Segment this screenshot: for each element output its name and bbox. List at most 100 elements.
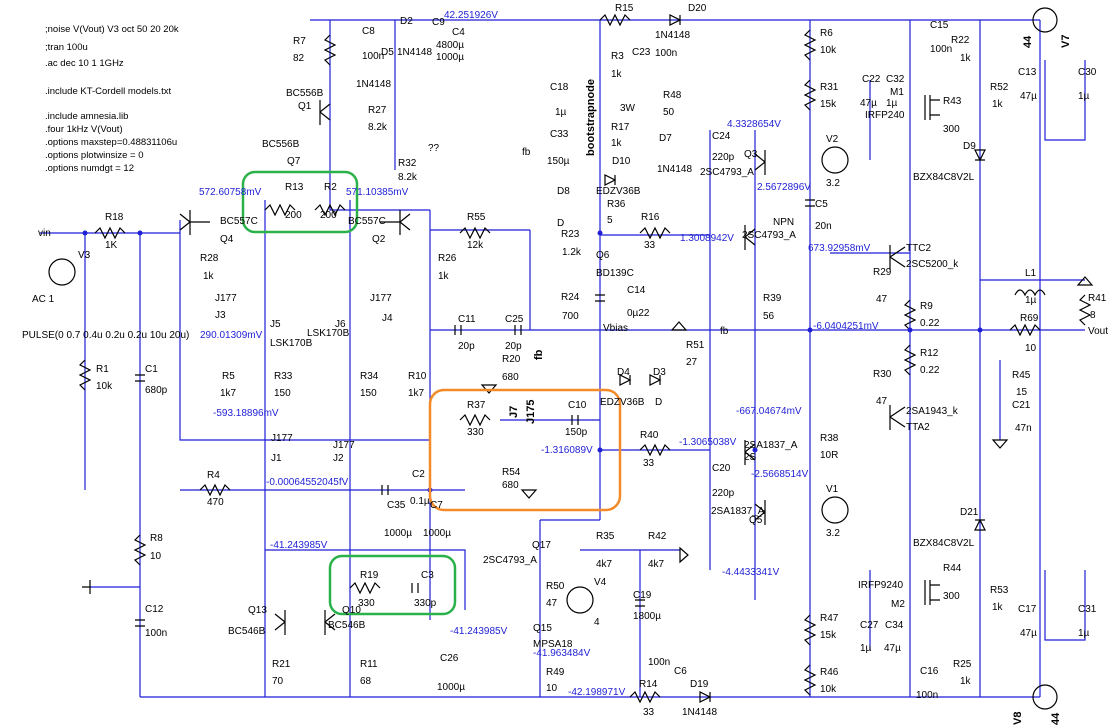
- r29-name: R29: [873, 267, 892, 278]
- v8-name: V8: [1012, 711, 1024, 725]
- d3-symbol: [649, 374, 662, 386]
- q6-value: BD139C: [596, 268, 634, 279]
- v2-name: V2: [826, 134, 839, 145]
- c25-value: 20p: [505, 341, 522, 352]
- m1-symbol: [924, 95, 940, 120]
- voltage-18: -2.5668514V: [751, 469, 809, 480]
- j2-value: J177: [333, 440, 355, 451]
- d19-symbol: [699, 691, 712, 703]
- r47-value: 15k: [820, 630, 837, 641]
- voltage-3: 290.01309mV: [200, 330, 263, 341]
- voltage-17: -1.316089V: [541, 445, 593, 456]
- l1-value: 1µ: [1025, 295, 1037, 306]
- c9-value: 1000µ: [436, 52, 465, 63]
- q6-name: Q6: [596, 250, 610, 261]
- net-fb-2: fb: [533, 349, 545, 360]
- r3-name: R3: [611, 51, 624, 62]
- c1-value: 680p: [145, 385, 168, 396]
- q10-symbol: [324, 610, 336, 635]
- c2-name: C2: [412, 469, 425, 480]
- q5-symbol: [754, 500, 766, 525]
- r30-value: 47: [876, 396, 888, 407]
- v3-pulse: PULSE(0 0.7 0.4u 0.2u 0.2u 10u 20u): [22, 330, 190, 341]
- j2-name: J2: [333, 453, 344, 464]
- d3-value: D: [655, 397, 663, 408]
- r1-name: R1: [96, 364, 109, 375]
- r17-name: R17: [611, 122, 630, 133]
- r42-value: 4k7: [648, 559, 665, 570]
- r35-name: R35: [596, 531, 615, 542]
- j6-value: LSK170B: [307, 328, 350, 339]
- voltage-15: -667.04674mV: [736, 406, 802, 417]
- q12-value: 2SA1943_k: [906, 406, 958, 417]
- d10-name: D10: [612, 156, 631, 167]
- q1-symbol: [319, 100, 331, 125]
- voltage-14: -6.0404251mV: [813, 321, 879, 332]
- r53-name: R53: [990, 585, 1009, 596]
- net-vout: Vout: [1088, 326, 1109, 337]
- d20-name: D20: [688, 3, 707, 14]
- m2-name: M2: [891, 599, 905, 610]
- r47-symbol: [803, 614, 817, 646]
- q3-name: Q3: [744, 149, 758, 160]
- r36-value: 5: [607, 215, 613, 226]
- voltage-2: 571.10385mV: [346, 187, 409, 198]
- v2-value: 3.2: [826, 178, 840, 189]
- gnd-r42: [679, 546, 689, 564]
- gnd-r51: [670, 321, 688, 331]
- gnd-c21: [991, 439, 1009, 449]
- voltage-11: 2.5672896V: [757, 182, 811, 193]
- c23-value: 100n: [655, 48, 678, 59]
- r34-value: 150: [360, 388, 377, 399]
- c19-symbol: [635, 599, 645, 607]
- r9-name: R9: [920, 301, 933, 312]
- d4-symbol: [619, 374, 632, 386]
- r11-value: 68: [360, 676, 372, 687]
- r12-value: 0.22: [920, 365, 940, 376]
- r23-name: R23: [561, 229, 580, 240]
- c7-name: C7: [430, 500, 443, 511]
- c26-value: 1000µ: [437, 682, 466, 693]
- r51-value: 27: [686, 357, 698, 368]
- c13-name: C13: [1018, 67, 1037, 78]
- voltage-8: -41.963484V: [533, 648, 591, 659]
- voltage-16: -1.3065038V: [679, 437, 737, 448]
- net-vin: vin: [38, 228, 51, 239]
- d5-name: D5: [381, 47, 394, 58]
- directive-4: .include amnesia.lib: [45, 111, 129, 122]
- c30-value: 1µ: [1078, 91, 1090, 102]
- r26-name: R26: [438, 253, 457, 264]
- d5-value: 1N4148: [397, 47, 433, 58]
- q15-name: Q15: [533, 623, 552, 634]
- q1-name: Q1: [298, 101, 312, 112]
- net-fb-1: fb: [522, 147, 531, 158]
- q17-name: Q17: [532, 540, 551, 551]
- highlight-green-bottom: [328, 554, 457, 616]
- directive-3: .include KT-Cordell models.txt: [45, 86, 172, 97]
- r18-symbol: [94, 226, 126, 240]
- r36-name: R36: [607, 199, 626, 210]
- r32-name: R32: [398, 158, 417, 169]
- r7-name: R7: [293, 36, 306, 47]
- r31-symbol: [803, 79, 817, 111]
- r15-symbol: [599, 13, 631, 27]
- c3-value: 330p: [414, 598, 437, 609]
- r23-value: 1.2k: [562, 247, 581, 258]
- q9-name: 2S: [744, 452, 757, 463]
- j6-name: J6: [335, 319, 346, 330]
- q3-symbol: [754, 150, 766, 175]
- directive-2: .ac dec 10 1 1GHz: [45, 58, 124, 69]
- r31-name: R31: [820, 82, 839, 93]
- r41-name: R41: [1088, 293, 1107, 304]
- q13-name: Q13: [248, 605, 267, 616]
- c24-name: C24: [712, 131, 731, 142]
- c24-value: 220p: [712, 152, 735, 163]
- c1-symbol: [135, 374, 145, 382]
- r41-symbol: [1078, 294, 1092, 326]
- v2-symbol: [821, 146, 849, 174]
- net-bootstrapnode: bootstrapnode: [585, 79, 597, 156]
- directive-5: .four 1kHz V(Vout): [45, 124, 123, 135]
- c3-name: C3: [421, 570, 434, 581]
- c9-name: C9: [432, 17, 445, 28]
